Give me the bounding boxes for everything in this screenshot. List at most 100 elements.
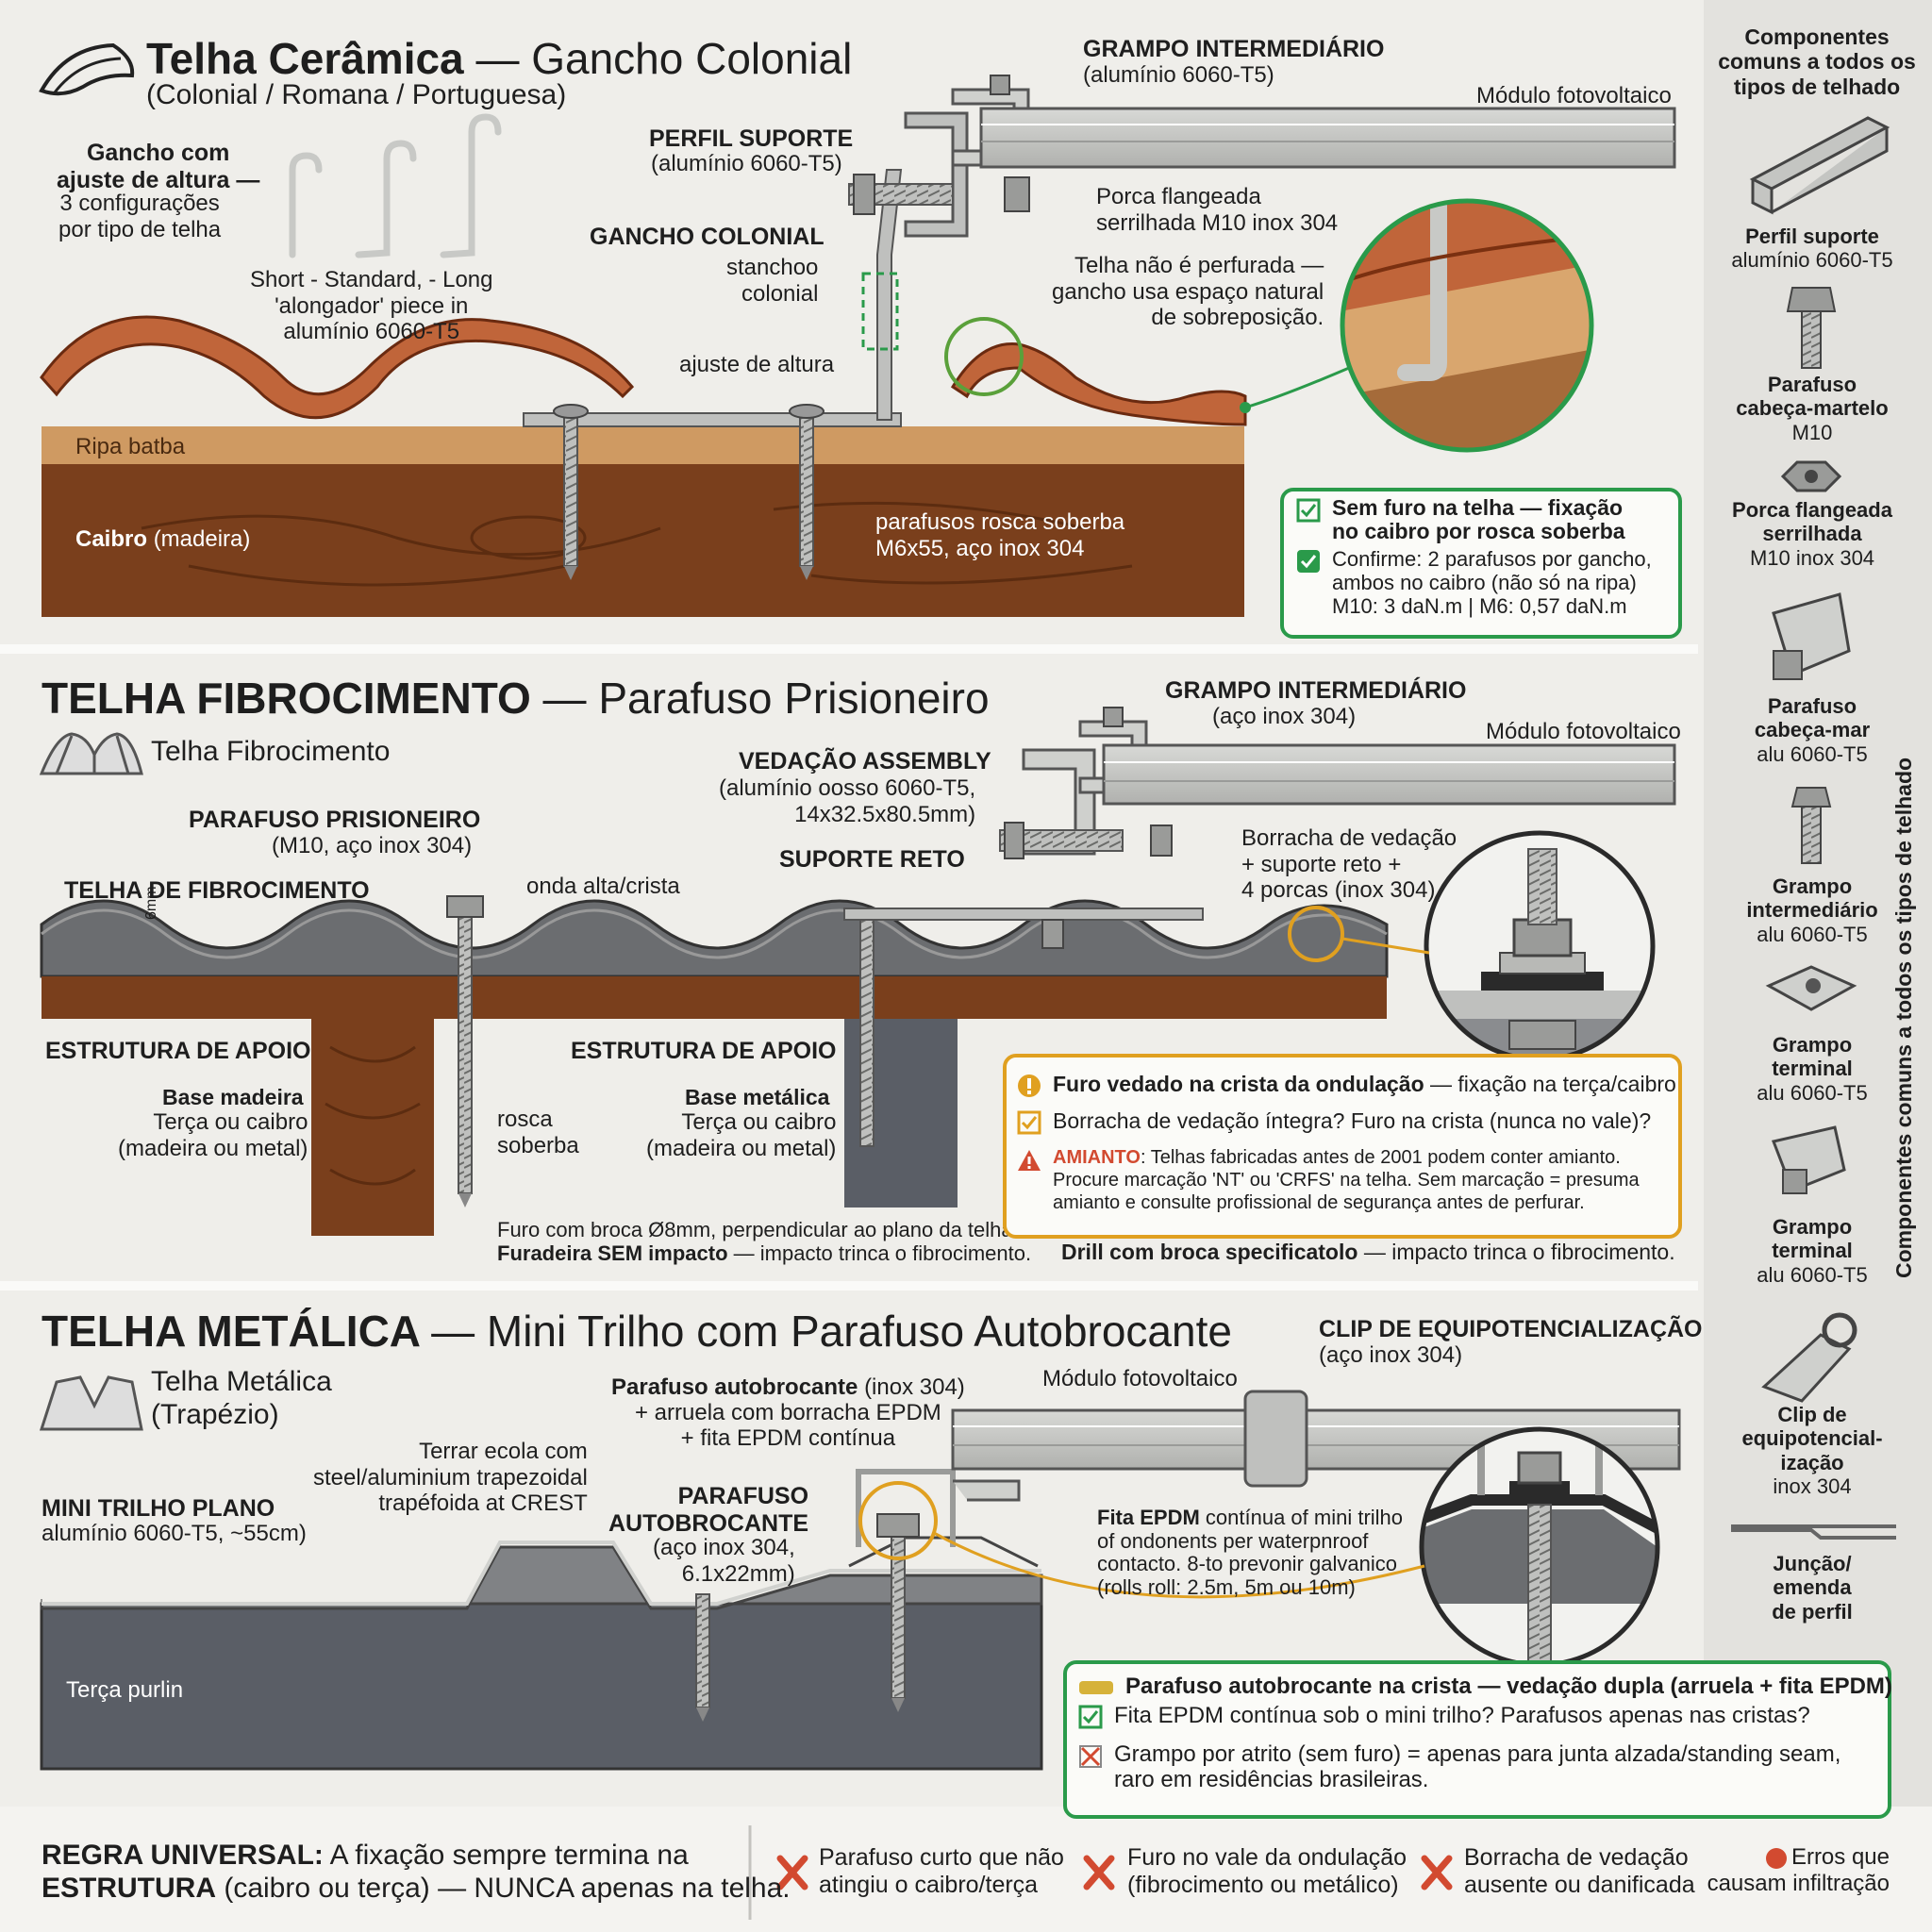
base-madeira-title: Base madeira	[162, 1085, 304, 1109]
suporte-reto	[843, 908, 1204, 921]
furadeira-text: Furadeira SEM impacto — impacto trinca o…	[497, 1241, 1032, 1265]
porca-label: Porca flangeada serrilhada M10 inox 304	[1096, 184, 1339, 236]
modulo-fibro-label: Módulo fotovoltaico	[1486, 719, 1681, 744]
fibro-icon-label: Telha Fibrocimento	[151, 736, 391, 767]
fita-epdm-text: Fita EPDM contínua of mini trilho of ond…	[1097, 1506, 1404, 1599]
warn1-text: Furo vedado na crista da ondulação — fix…	[1053, 1072, 1676, 1096]
clip-title: CLIP DE EQUIPOTENCIALIZAÇÃO	[1319, 1316, 1703, 1342]
parafuso-autobrocante-title: PARAFUSO AUTOBROCANTE	[608, 1483, 809, 1537]
gancho-ajuste-label: Gancho com ajuste de altura —	[57, 140, 260, 193]
grampo-material: (alumínio 6060-T5)	[1083, 62, 1274, 88]
parafusos-label: parafusos rosca soberba M6x55, aço inox …	[875, 509, 1125, 561]
base-madeira-text: Terça ou caibro (madeira ou metal)	[118, 1109, 308, 1161]
ripa	[42, 426, 1244, 464]
clip-material: (aço inox 304)	[1319, 1342, 1463, 1368]
colonial-hook	[876, 169, 903, 421]
caibro-label: Caibro (madeira)	[75, 526, 251, 552]
metal-box3-text: Grampo por atrito (sem furo) = apenas pa…	[1114, 1741, 1841, 1792]
metal-box2-text: Fita EPDM contínua sob o mini trilho? Pa…	[1114, 1703, 1810, 1728]
error-missing-seal: Borracha de vedação ausente ou danificad…	[1464, 1844, 1695, 1898]
hook-variants-icon	[289, 113, 502, 258]
prisioneiro-material: (M10, aço inox 304)	[272, 833, 473, 858]
grampo-fibro-material: (aço inox 304)	[1212, 704, 1357, 729]
telha-de-label: TELHA DE FIBROCIMENTO	[64, 877, 370, 904]
thickness-label: 6mm	[143, 886, 159, 920]
vedacao-material: (alumínio oosso 6060-T5, 14x32.5x80.5mm)	[719, 775, 976, 827]
caibro	[42, 464, 1244, 617]
ceramic-tile	[40, 315, 635, 420]
parafuso-autobrocante-material: (aço inox 304, 6.1x22mm)	[653, 1535, 795, 1587]
wood-screw	[563, 414, 578, 567]
ripa-label: Ripa batba	[75, 434, 186, 459]
warning-triangle-icon	[1018, 1150, 1041, 1171]
check-box-icon	[1078, 1705, 1103, 1729]
flange-nut	[1004, 176, 1030, 212]
metal-icon-label: Telha Metálica (Trapézio)	[151, 1366, 332, 1430]
estrutura1-label: ESTRUTURA DE APOIO	[45, 1038, 311, 1064]
seal-bar-icon	[1079, 1681, 1113, 1694]
grampo-title: GRAMPO INTERMEDIÁRIO	[1083, 36, 1385, 62]
perfil-title: PERFIL SUPORTE	[649, 125, 854, 152]
universal-rule-line2: ESTRUTURA (caibro ou terça) — NUNCA apen…	[42, 1873, 791, 1904]
check-box-icon	[1296, 498, 1321, 523]
stanchoo-label: stanchoo colonial	[726, 255, 819, 307]
warn2-text: Borracha de vedação íntegra? Furo na cri…	[1053, 1108, 1652, 1133]
onda-label: onda alta/crista	[526, 874, 680, 899]
pv-module-fibro	[1102, 743, 1676, 806]
amianto-text: AMIANTO: Telhas fabricadas antes de 2001…	[1053, 1147, 1640, 1213]
suporte-reto-label: SUPORTE RETO	[779, 846, 965, 873]
pv-module	[979, 107, 1676, 169]
alert-icon	[1766, 1848, 1787, 1869]
terca-purlin	[40, 1602, 1043, 1771]
short-standard-long-label: Short - Standard, - Long 'alongador' pie…	[250, 267, 493, 345]
prisioneiro-title: PARAFUSO PRISIONEIRO	[189, 807, 481, 833]
grampo-fibro-title: GRAMPO INTERMEDIÁRIO	[1165, 677, 1467, 704]
check-filled-icon	[1297, 550, 1320, 573]
cross-box-icon	[1079, 1745, 1102, 1768]
metal-box1-text: Parafuso autobrocante na crista — vedaçã…	[1125, 1674, 1892, 1699]
juncao-icon	[1731, 1524, 1896, 1540]
sidebar-item-juncao: Junção/ emenda de perfil	[1772, 1552, 1853, 1624]
perfil-material: (alumínio 6060-T5)	[651, 151, 842, 176]
check-box-amber-icon	[1017, 1110, 1041, 1135]
hammer-bolt-icon	[1801, 310, 1822, 369]
fibro-batten	[42, 976, 1387, 1019]
section1-subtitle: (Colonial / Romana / Portuguesa)	[146, 79, 567, 110]
base-metal-text: Terça ou caibro (madeira ou metal)	[646, 1109, 837, 1161]
sidebar-title: Componentes comuns a todos os tipos de t…	[1718, 25, 1916, 99]
ceramica-checklist	[1280, 488, 1682, 639]
section-divider	[0, 644, 1698, 654]
perfil-suporte-bracket	[904, 111, 969, 238]
wood-screw	[799, 414, 814, 567]
modulo-label: Módulo fotovoltaico	[1476, 83, 1672, 108]
furo-broca-text: Furo com broca Ø8mm, perpendicular ao pl…	[497, 1218, 1019, 1241]
x-icon	[1421, 1855, 1453, 1890]
base-metal-title: Base metálica	[685, 1085, 830, 1109]
errors-caption: Erros que causam infiltração	[1707, 1844, 1890, 1896]
zoom-circle-autobrocante	[1419, 1426, 1660, 1668]
universal-rule-line1: REGRA UNIVERSAL: A fixação sempre termin…	[42, 1840, 689, 1871]
cabeca-bolt-icon	[1801, 806, 1822, 864]
ajuste-label: ajuste de altura	[679, 352, 835, 377]
x-icon	[1083, 1855, 1115, 1890]
error-short-screw: Parafuso curto que não atingiu o caibro/…	[819, 1844, 1064, 1898]
check1-text: Sem furo na telha — fixação no caibro po…	[1332, 495, 1625, 544]
perfil-suporte-icon	[1749, 116, 1890, 215]
mini-trilho-title: MINI TRILHO PLANO	[42, 1495, 275, 1522]
rosca-label: rosca soberba	[497, 1107, 579, 1158]
error-valley-hole: Furo no vale da ondulação (fibrocimento …	[1127, 1844, 1407, 1898]
section1-title: Telha Cerâmica — Gancho Colonial	[146, 34, 853, 83]
gancho-ajuste-note: 3 configurações por tipo de telha	[58, 191, 222, 242]
mini-trilho	[856, 1469, 956, 1547]
zoom-circle-seal	[1424, 830, 1656, 1062]
clip-equipotencial-icon	[1761, 1333, 1852, 1403]
warning-circle-icon	[1018, 1074, 1041, 1097]
metal-checklist	[1063, 1660, 1891, 1819]
check2-text: Confirme: 2 parafusos por gancho, ambos …	[1332, 547, 1652, 619]
zoom-circle-hook	[1340, 198, 1594, 453]
